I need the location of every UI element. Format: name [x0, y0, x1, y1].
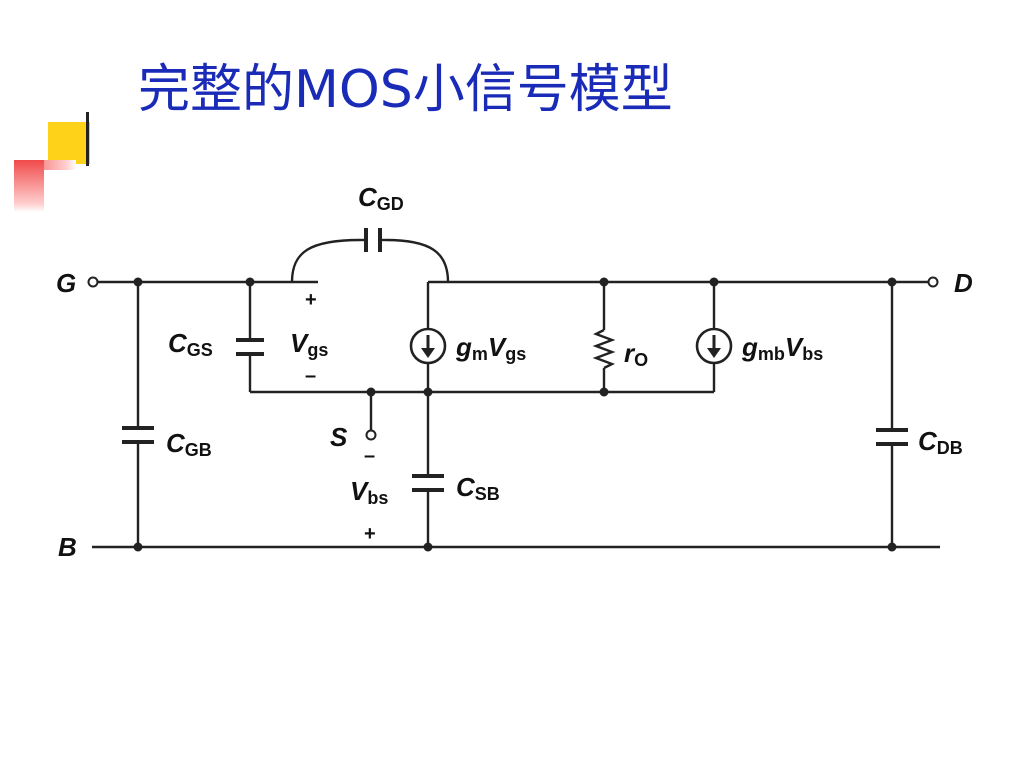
cgd-label: CGD	[358, 182, 404, 214]
gmb-current-source-icon	[695, 327, 733, 365]
vbs-minus-sign: –	[364, 445, 375, 467]
decor-black-line	[86, 112, 89, 166]
bulk-label: B	[58, 532, 77, 562]
junction-dot	[133, 277, 143, 287]
cdb-label: CDB	[918, 426, 963, 458]
junction-dot	[599, 387, 609, 397]
junction-dot	[133, 542, 143, 552]
ro-label: rO	[624, 338, 648, 370]
junction-dot	[366, 387, 376, 397]
junction-dot	[599, 277, 609, 287]
vbs-label: Vbs	[350, 476, 388, 508]
cgd-wire-left	[290, 238, 361, 283]
gate-label: G	[56, 268, 76, 298]
decor-red-bar	[14, 160, 76, 170]
junction-dots	[133, 277, 897, 552]
junction-dot	[423, 542, 433, 552]
cgd-wire-right	[385, 238, 450, 283]
cgb-label: CGB	[166, 428, 212, 460]
gm-current-source-icon	[409, 327, 447, 365]
drain-label: D	[954, 268, 973, 298]
vgs-minus-sign: –	[305, 365, 316, 387]
junction-dot	[245, 277, 255, 287]
ro-resistor	[592, 328, 616, 370]
gmb-vbs-label: gmbVbs	[741, 332, 823, 364]
vbs-plus-sign: +	[364, 523, 376, 545]
vgs-label: Vgs	[290, 328, 328, 360]
wires	[92, 238, 940, 549]
gm-vgs-label: gmVgs	[455, 332, 526, 364]
page-title: 完整的MOS小信号模型	[138, 60, 673, 120]
gate-terminal	[87, 276, 99, 288]
junction-dot	[887, 542, 897, 552]
decor-red-block	[14, 160, 44, 212]
vgs-plus-sign: +	[305, 289, 317, 311]
csb-label: CSB	[456, 472, 500, 504]
drain-terminal	[927, 276, 939, 288]
junction-dot	[887, 277, 897, 287]
source-terminal	[365, 429, 377, 441]
cgs-label: CGS	[168, 328, 213, 360]
decor-yellow-square	[48, 122, 90, 164]
junction-dot	[709, 277, 719, 287]
junction-dot	[423, 387, 433, 397]
capacitors	[122, 228, 908, 492]
source-label: S	[330, 422, 348, 452]
